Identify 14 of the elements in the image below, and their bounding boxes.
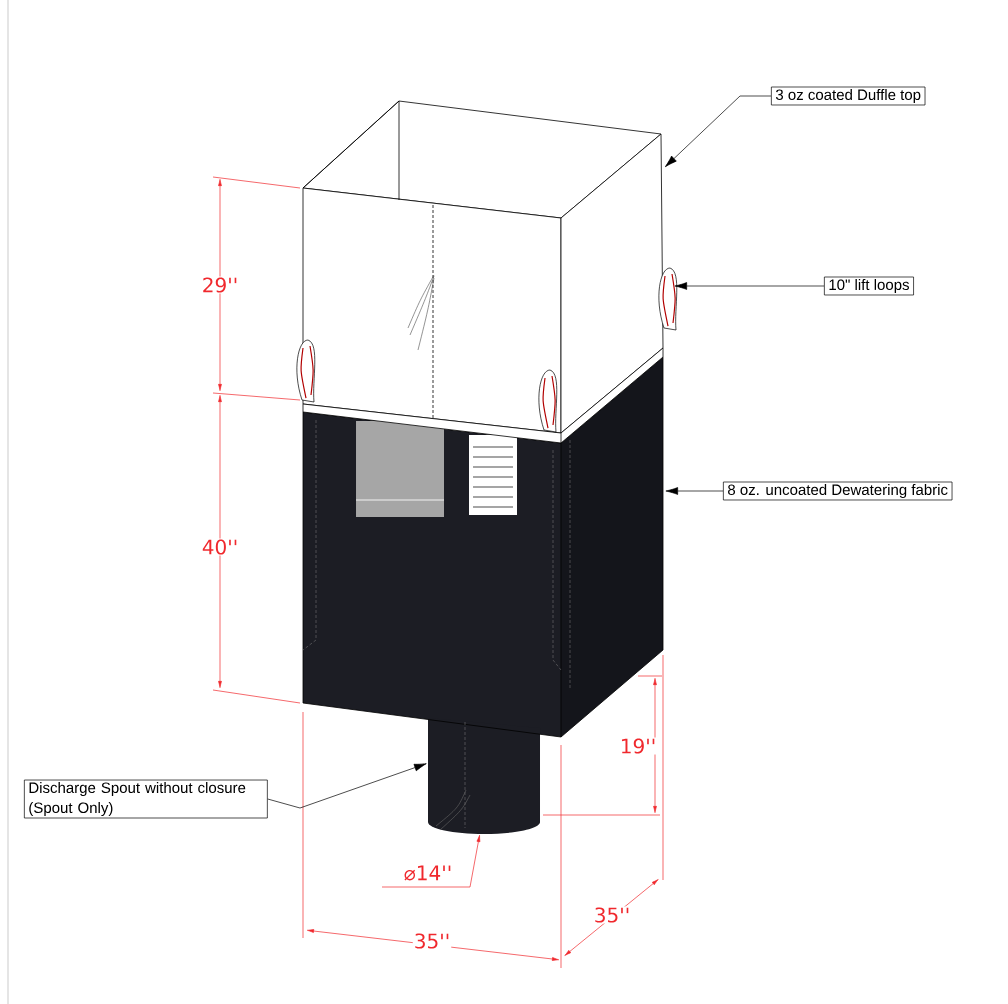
- leader-line: [665, 95, 772, 168]
- dimension-label: ⌀14'': [402, 864, 454, 882]
- dimension-label: 29'': [200, 276, 240, 294]
- callout-box: 10" lift loops: [824, 276, 914, 296]
- leader-line: [665, 487, 724, 495]
- dimension-label: 35'': [412, 932, 452, 950]
- dimension-label: 40'': [200, 538, 240, 556]
- callout-box: 8 oz. uncoated Dewatering fabric: [723, 481, 953, 501]
- dimension-label: 35'': [592, 906, 632, 924]
- callout-box: 3 oz coated Duffle top: [771, 86, 926, 106]
- leader-line: [674, 282, 825, 290]
- callout-box: Discharge Spout without closure (Spout Only): [24, 779, 268, 819]
- leader-line: [267, 763, 427, 809]
- dimension-label: 19'': [618, 737, 658, 755]
